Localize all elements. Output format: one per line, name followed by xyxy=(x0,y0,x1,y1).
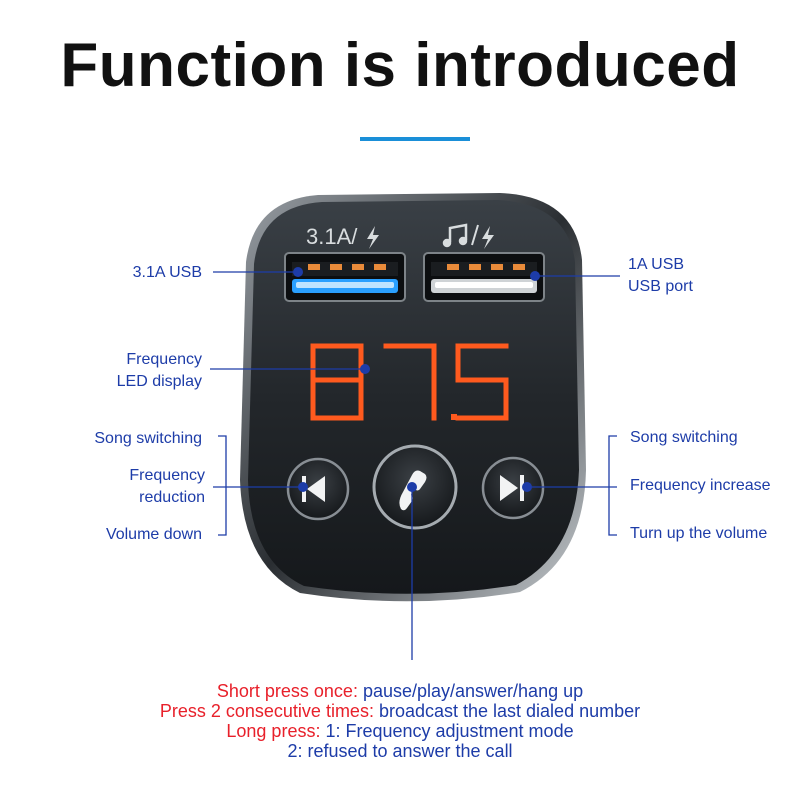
page-title: Function is introduced xyxy=(60,31,740,100)
previous-button[interactable] xyxy=(286,457,350,521)
label-frequency: Frequency xyxy=(126,351,202,368)
instruction-key: Press 2 consecutive times: xyxy=(159,701,374,721)
instruction-refuse-call: 2: refused to answer the call xyxy=(0,741,800,761)
label-volume-down: Volume down xyxy=(105,526,202,543)
usb-port-right xyxy=(423,252,545,302)
frequency-led-display xyxy=(310,343,509,421)
skip-forward-icon xyxy=(500,475,524,501)
instruction-value: broadcast the last dialed number xyxy=(373,701,641,721)
label-frequency-left: Frequency xyxy=(129,467,205,484)
instruction-value: pause/play/answer/hang up xyxy=(357,681,584,701)
label-3-1a-usb: 3.1A USB xyxy=(132,264,202,281)
label-reduction: reduction xyxy=(139,489,205,506)
label-song-switching-left: Song switching xyxy=(94,430,202,447)
instruction-key: Short press once: xyxy=(216,681,358,701)
music-note-icon xyxy=(442,223,468,248)
callout-lines xyxy=(210,271,620,660)
label-turn-up-volume: Turn up the volume xyxy=(630,525,768,542)
instruction-value: 1: Frequency adjustment mode xyxy=(320,721,574,741)
port-left-label: 3.1A/ xyxy=(306,224,358,249)
label-song-switching-right: Song switching xyxy=(630,429,738,446)
label-frequency-increase: Frequency increase xyxy=(630,477,771,494)
title-underline xyxy=(360,137,470,141)
lightning-icon-right xyxy=(482,226,494,249)
led-decimal-point xyxy=(451,414,457,420)
label-1a-usb: 1A USB xyxy=(628,256,685,273)
instruction-value: 2: refused to answer the call xyxy=(287,741,513,761)
next-button[interactable] xyxy=(481,456,545,520)
lightning-icon xyxy=(367,226,379,249)
label-usb-port: USB port xyxy=(628,278,693,295)
instruction-short-press: Short press once: pause/play/answer/hang… xyxy=(0,681,800,701)
usb-port-left xyxy=(284,252,406,302)
instruction-key: Long press: xyxy=(226,721,321,741)
label-led-display: LED display xyxy=(116,373,202,390)
callout-dots xyxy=(293,267,540,492)
instruction-double-press: Press 2 consecutive times: broadcast the… xyxy=(0,701,800,721)
instruction-long-press: Long press: 1: Frequency adjustment mode xyxy=(0,721,800,741)
